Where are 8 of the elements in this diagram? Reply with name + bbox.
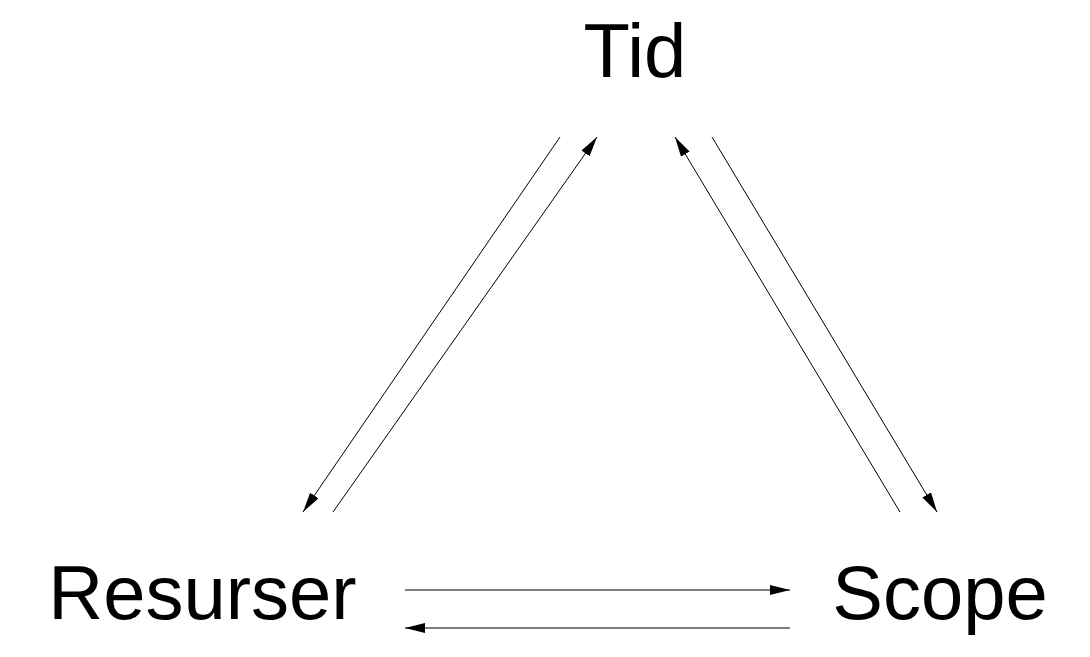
arrow [711, 136, 938, 513]
arrow [404, 585, 791, 595]
node-label: Resurser [48, 554, 357, 631]
arrow [674, 136, 901, 513]
arrow [404, 623, 791, 633]
node-label: Tid [583, 12, 687, 89]
arrow [302, 136, 561, 513]
arrow [332, 136, 598, 513]
